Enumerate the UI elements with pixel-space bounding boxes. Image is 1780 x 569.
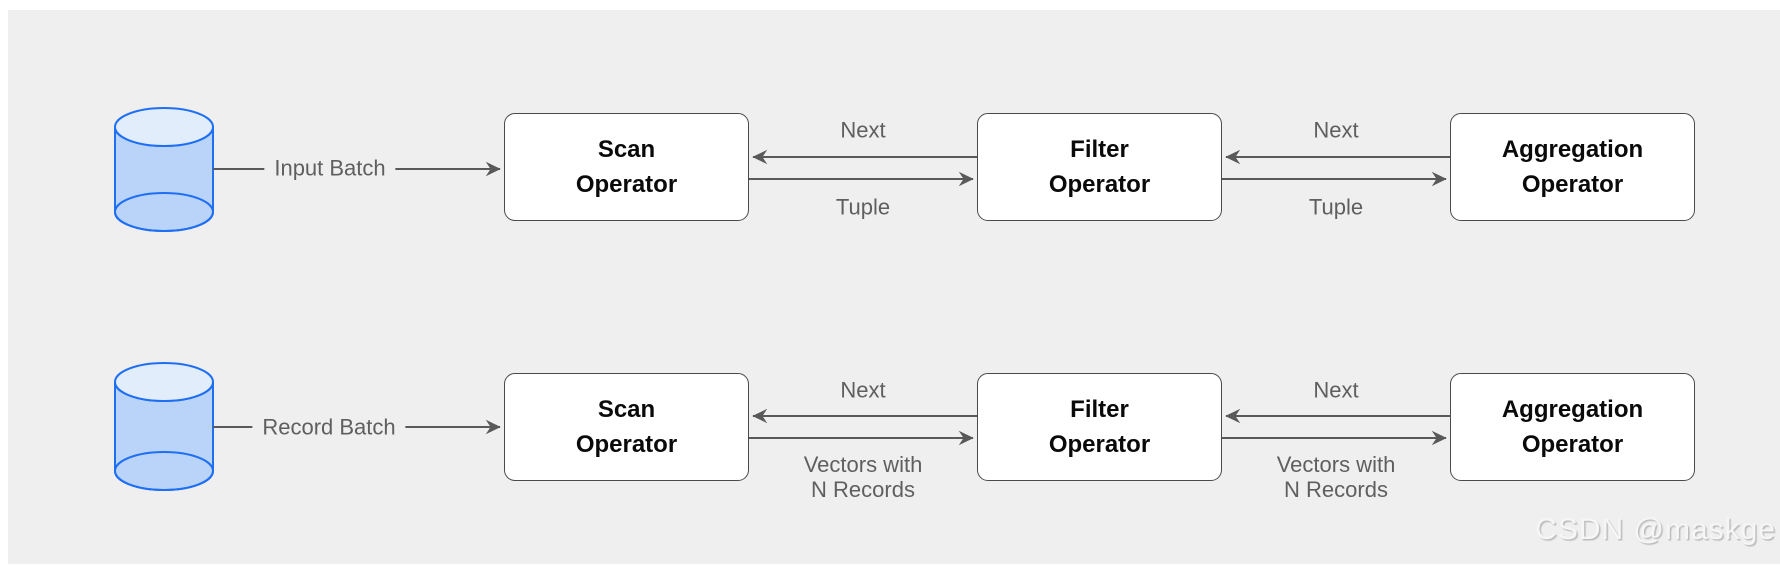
- operator-label-line: Operator: [1048, 171, 1151, 198]
- edge-label-vectors: Vectors with N Records: [1276, 452, 1396, 502]
- filter-operator-box: Filter Operator: [977, 373, 1222, 481]
- operator-label-line: Operator: [575, 431, 678, 458]
- csdn-watermark: CSDN @maskge: [1535, 513, 1776, 546]
- operator-label-line: Filter: [1070, 396, 1129, 423]
- edge-label-tuple: Tuple: [835, 194, 891, 220]
- scan-operator-box: Scan Operator: [504, 373, 749, 481]
- edge-label-next: Next: [1313, 117, 1359, 143]
- operator-label-line: Scan: [597, 136, 656, 163]
- row2-wires: [213, 408, 1450, 446]
- edge-label-next: Next: [840, 377, 886, 403]
- operator-label-line: Operator: [575, 171, 678, 198]
- operator-label-line: Filter: [1070, 136, 1129, 163]
- aggregation-operator-box: Aggregation Operator: [1450, 113, 1695, 221]
- source-edge-label: Input Batch: [264, 155, 396, 181]
- edge-label-tuple: Tuple: [1308, 194, 1364, 220]
- database-icon: [114, 107, 214, 232]
- database-icon: [114, 362, 214, 491]
- filter-operator-box: Filter Operator: [977, 113, 1222, 221]
- edge-label-next: Next: [1313, 377, 1359, 403]
- operator-label-line: Operator: [1521, 171, 1624, 198]
- source-edge-label: Record Batch: [252, 414, 406, 440]
- operator-label-line: Aggregation: [1501, 136, 1644, 163]
- operator-label-line: Scan: [597, 396, 656, 423]
- edge-label-vectors: Vectors with N Records: [803, 452, 923, 502]
- operator-label-line: Operator: [1521, 431, 1624, 458]
- operator-label-line: Aggregation: [1501, 396, 1644, 423]
- edge-label-next: Next: [840, 117, 886, 143]
- scan-operator-box: Scan Operator: [504, 113, 749, 221]
- aggregation-operator-box: Aggregation Operator: [1450, 373, 1695, 481]
- operator-label-line: Operator: [1048, 431, 1151, 458]
